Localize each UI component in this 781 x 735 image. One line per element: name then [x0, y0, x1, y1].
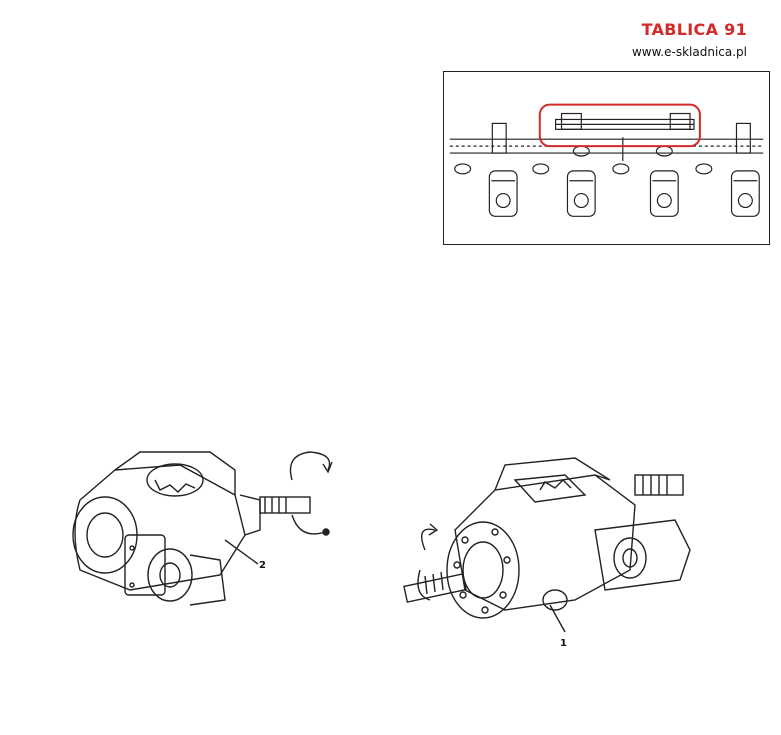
overview-drawing [449, 103, 764, 217]
page-title: TABLICA 91 [641, 20, 747, 39]
overview-inset [443, 71, 770, 245]
website-link[interactable]: www.e-skladnica.pl [631, 45, 747, 59]
gearbox-drawing-left [60, 440, 340, 620]
callout-2: 2 [259, 560, 266, 571]
callout-1: 1 [560, 638, 567, 649]
highlight-frame [538, 103, 701, 148]
gearbox-drawing-right [395, 450, 695, 645]
